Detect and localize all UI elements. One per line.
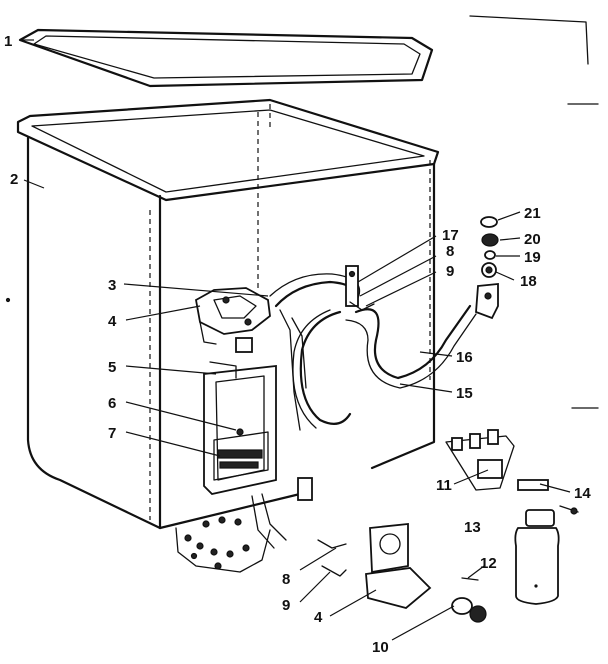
specks [5, 297, 538, 588]
callout-4-lower: 4 [314, 609, 323, 626]
callout-3: 3 [108, 277, 116, 294]
callout-5: 5 [108, 359, 116, 376]
callout-2: 2 [10, 171, 18, 188]
callout-9-lower: 9 [282, 597, 290, 614]
callout-21: 21 [524, 205, 541, 222]
callout-9: 9 [446, 263, 454, 280]
callout-8-lower: 8 [282, 571, 290, 588]
callout-4: 4 [108, 313, 117, 330]
part-small-hardware [480, 216, 499, 278]
callout-8: 8 [446, 243, 454, 260]
leader-lines [22, 39, 571, 641]
part-hose-bracket [345, 265, 375, 311]
callout-10: 10 [372, 639, 389, 656]
part-motor-assembly [194, 287, 271, 353]
part-hose-fitting [475, 283, 499, 320]
callout-14: 14 [574, 485, 591, 502]
callout-17: 17 [442, 227, 459, 244]
callout-12: 12 [480, 555, 497, 572]
part-bottle [514, 509, 560, 605]
callout-20: 20 [524, 231, 541, 248]
part-tub [16, 98, 440, 573]
callout-15: 15 [456, 385, 473, 402]
border-fragments [469, 15, 599, 409]
callout-11: 11 [436, 477, 452, 494]
callout-19: 19 [524, 249, 541, 266]
callout-16: 16 [456, 349, 473, 366]
part-hoses [269, 273, 477, 431]
part-lower-bracket [297, 477, 347, 577]
part-terminal-block [445, 429, 579, 515]
callout-7: 7 [108, 425, 116, 442]
part-control-box [203, 361, 287, 549]
callout-18: 18 [520, 273, 537, 290]
callout-1: 1 [4, 33, 12, 50]
part-water-valve [365, 523, 487, 623]
callout-6: 6 [108, 395, 116, 412]
part-lid-gasket [18, 28, 434, 88]
callout-13: 13 [464, 519, 481, 536]
